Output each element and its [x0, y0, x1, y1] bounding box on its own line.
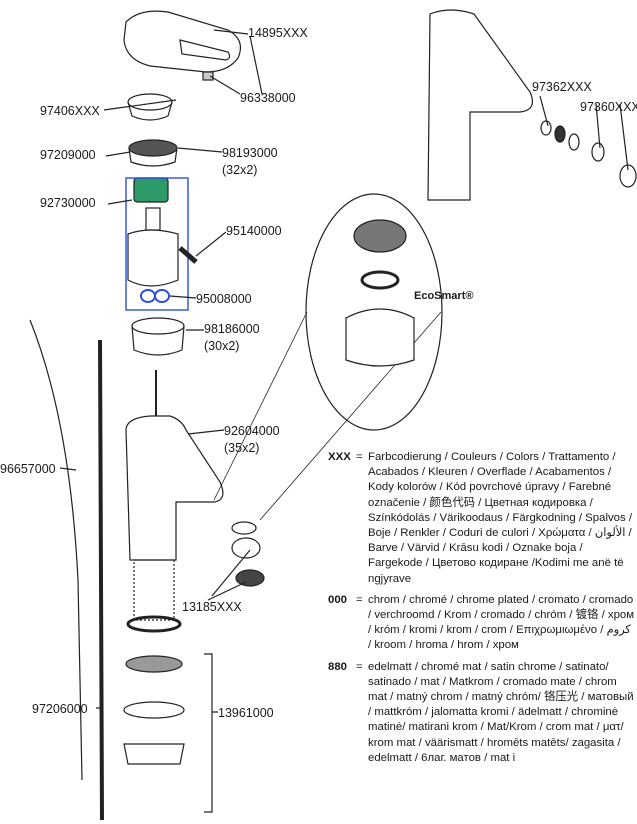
cartridge-nut — [128, 139, 178, 157]
legend-text: Farbcodierung / Couleurs / Colors / Trat… — [368, 451, 633, 585]
mounting-nut — [123, 743, 185, 765]
label-98186-sub: (30x2) — [204, 339, 240, 353]
legend-code: 880 — [328, 660, 348, 673]
o-rings-blue — [140, 289, 156, 303]
ecosmart-label: EcoSmart® — [414, 290, 474, 302]
label-95008: 95008000 — [196, 292, 252, 306]
label-96338: 96338000 — [240, 91, 296, 105]
label-92730: 92730000 — [40, 196, 96, 210]
label-97209: 97209000 — [40, 148, 96, 162]
label-97362: 97362XXX — [532, 80, 592, 94]
mounting-plate — [123, 701, 185, 719]
legend-code: XXX — [328, 451, 351, 463]
mixer-body — [125, 415, 224, 561]
label-13961: 13961000 — [218, 706, 274, 720]
lever-handle — [123, 10, 241, 73]
outlet-ring-2 — [591, 142, 605, 162]
label-98193: 98193000 — [222, 146, 278, 160]
label-98193-sub: (32x2) — [222, 163, 258, 177]
zoom-aerator — [345, 308, 415, 367]
label-92604-sub: (35x2) — [224, 441, 260, 455]
zoom-mesh — [353, 219, 407, 253]
screw-95140 — [178, 246, 198, 264]
legend-text: chrom / chromé / chrome plated / cromato… — [368, 593, 635, 652]
hose-97206 — [98, 339, 104, 821]
legend-text: edelmatt / chromé mat / satin chrome / s… — [368, 660, 634, 764]
mounting-oring — [126, 615, 182, 633]
label-97360: 97360XXX — [580, 100, 637, 114]
cartridge-base — [131, 317, 185, 335]
cartridge-body — [127, 229, 179, 287]
aerator-ring — [231, 521, 257, 535]
label-13185: 13185XXX — [182, 600, 242, 614]
label-97406: 97406XXX — [40, 104, 100, 118]
label-95140: 95140000 — [226, 224, 282, 238]
label-97206: 97206000 — [32, 702, 88, 716]
finish-legend: XXX = Farbcodierung / Couleurs / Colors … — [328, 450, 637, 772]
zoom-oring — [360, 270, 400, 290]
label-14895: 14895XXX — [248, 26, 308, 40]
bidet-body — [427, 9, 533, 201]
legend-code: 000 — [328, 593, 348, 606]
outlet-ring-1 — [540, 120, 552, 136]
label-92604: 92604000 — [224, 424, 280, 438]
set-screw — [202, 71, 214, 81]
label-98186: 98186000 — [204, 322, 260, 336]
mounting-gasket — [125, 655, 183, 673]
label-96657: 96657000 — [0, 462, 56, 476]
legend-row-000: 000 = chrom / chromé / chrome plated / c… — [328, 593, 635, 652]
legend-row-880: 880 = edelmatt / chromé mat / satin chro… — [328, 660, 634, 764]
legend-row-xxx: XXX = Farbcodierung / Couleurs / Colors … — [328, 451, 633, 585]
hose-96657 — [29, 319, 83, 781]
cartridge-green-top — [133, 177, 169, 203]
